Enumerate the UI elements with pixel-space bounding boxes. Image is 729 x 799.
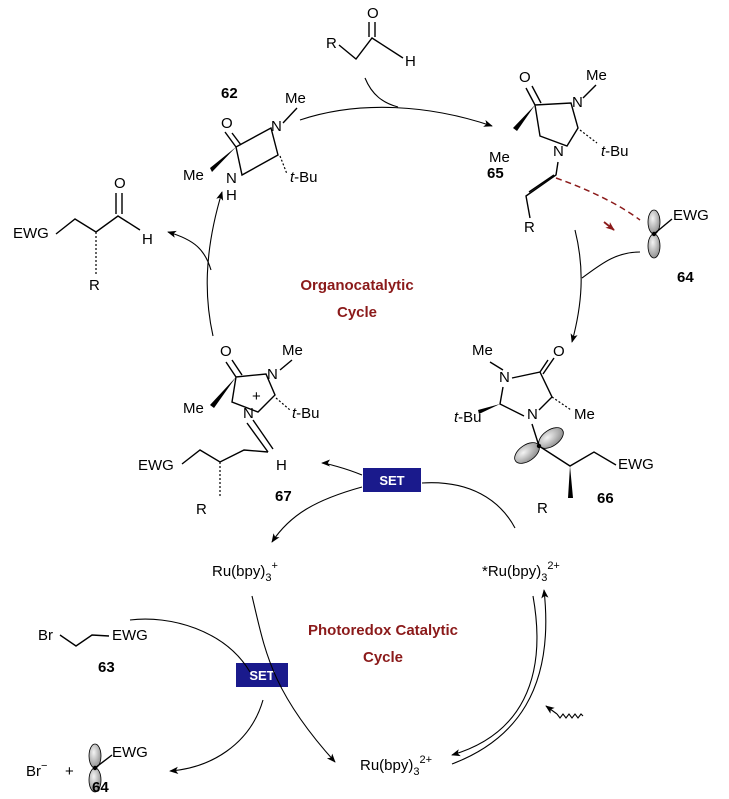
organocatalytic-label-line2: Cycle	[337, 304, 377, 321]
atom-o: O	[114, 175, 126, 192]
compound-64-label: 64	[92, 779, 109, 796]
bromide-63: Br EWG 63	[38, 627, 148, 676]
atom-n: N	[271, 118, 282, 135]
atom-me: Me	[183, 167, 204, 184]
aldehyde-r: R	[326, 35, 337, 52]
set-box-upper: SET	[363, 468, 421, 492]
atom-me: Me	[285, 90, 306, 107]
atom-br: Br	[38, 627, 53, 644]
bromide-anion: Br−	[26, 760, 47, 780]
aldehyde-h: H	[405, 53, 416, 70]
ru-bpy3-plus: Ru(bpy)3+	[212, 560, 278, 584]
atom-r: R	[196, 501, 207, 518]
atom-me: Me	[472, 342, 493, 359]
atom-r: R	[89, 277, 100, 294]
aldehyde-o: O	[367, 5, 379, 22]
atom-ewg: EWG	[618, 456, 654, 473]
atom-o: O	[519, 69, 531, 86]
atom-ewg: EWG	[112, 627, 148, 644]
atom-o: O	[553, 343, 565, 360]
atom-plus: +	[252, 388, 261, 405]
compound-66-label: 66	[597, 490, 614, 507]
atom-n: N	[499, 369, 510, 386]
ru-bpy3-ground: Ru(bpy)32+	[360, 754, 432, 778]
atom-tbu: t-Bu	[292, 405, 320, 422]
organocatalytic-label-line1: Organocatalytic	[300, 277, 413, 294]
atom-me: Me	[183, 400, 204, 417]
atom-n: N	[243, 405, 254, 422]
atom-n: N	[553, 143, 564, 160]
atom-n: N	[226, 170, 237, 187]
atom-ewg: EWG	[112, 744, 148, 761]
atom-r: R	[524, 219, 535, 236]
atom-ewg: EWG	[138, 457, 174, 474]
atom-me: Me	[489, 149, 510, 166]
atom-ewg: EWG	[13, 225, 49, 242]
atom-h: H	[226, 187, 237, 204]
atom-h: H	[142, 231, 153, 248]
ru-bpy3-excited: *Ru(bpy)32+	[482, 560, 560, 584]
atom-me: Me	[574, 406, 595, 423]
product-aldehyde: EWG O H R	[13, 175, 153, 294]
set-label: SET	[249, 668, 274, 683]
enamine-65: O N Me Me N t-Bu 65 R	[487, 67, 641, 236]
organocatalytic-cycle-arrows	[167, 77, 641, 543]
compound-65-label: 65	[487, 165, 504, 182]
atom-me: Me	[586, 67, 607, 84]
aldehyde-substrate: R O H	[326, 5, 416, 70]
set-box-lower: SET	[236, 663, 288, 687]
plus-sign: +	[65, 763, 74, 780]
atom-n: N	[267, 366, 278, 383]
photoredox-cycle-arrows	[129, 589, 584, 774]
atom-o: O	[221, 115, 233, 132]
atom-me: Me	[282, 342, 303, 359]
compound-63-label: 63	[98, 659, 115, 676]
bromide-anion-and-radical-64: Br− + EWG 64	[26, 743, 148, 796]
atom-tbu: t-Bu	[454, 409, 482, 426]
atom-n: N	[527, 406, 538, 423]
atom-o: O	[220, 343, 232, 360]
radical-66: Me O N t-Bu Me N EWG R 66	[454, 342, 654, 517]
photoredox-label-line1: Photoredox Catalytic	[308, 622, 458, 639]
atom-h: H	[276, 457, 287, 474]
atom-n: N	[572, 94, 583, 111]
photoredox-label-line2: Cycle	[363, 649, 403, 666]
compound-62-label: 62	[221, 85, 238, 102]
compound-64-label: 64	[677, 269, 694, 286]
radical-64-right: EWG 64	[647, 207, 709, 286]
atom-tbu: t-Bu	[601, 143, 629, 160]
atom-tbu: t-Bu	[290, 169, 318, 186]
iminium-67: O N Me Me + N t-Bu EWG H R 67	[138, 342, 320, 518]
set-label: SET	[379, 473, 404, 488]
atom-ewg: EWG	[673, 207, 709, 224]
atom-r: R	[537, 500, 548, 517]
catalyst-62: 62 O N Me Me N H t-Bu	[183, 85, 318, 204]
compound-67-label: 67	[275, 488, 292, 505]
